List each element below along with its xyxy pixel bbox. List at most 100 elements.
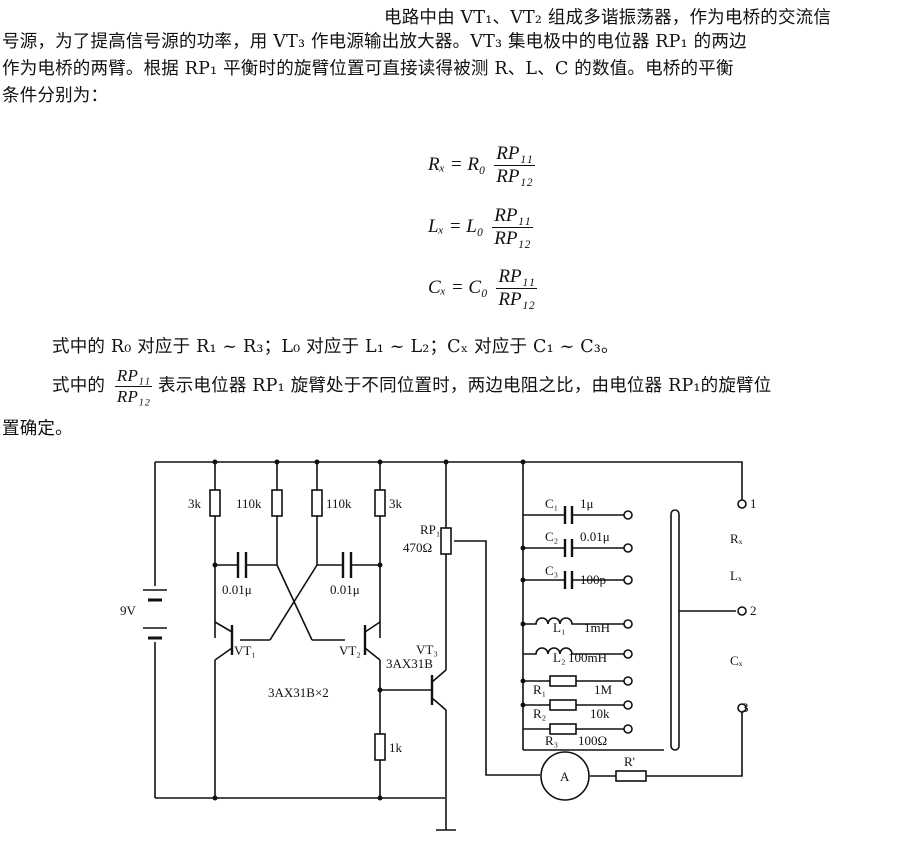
text-line-4: 条件分别为： [2,86,109,106]
junction-dot [520,545,526,551]
contact [623,649,633,659]
label-cap-a: 0.01μ [222,582,252,597]
resistor-3k-left [209,489,221,517]
label-vt3: VT₃ [416,642,438,657]
label-cx: Cₓ [730,653,743,668]
label-vt3-type: 3AX31B [386,656,433,671]
label-r-110k-b: 110k [326,496,352,511]
resistor-r-prime [615,770,647,782]
equation-rx-lhs: Rₓ = R₀ [428,153,486,175]
label-l2-value: 100mH [568,650,607,665]
label-battery: 9V [120,603,137,618]
text-line-6-start: 式中的 [52,376,106,396]
equation-lx-lhs: Lₓ = L₀ [428,215,484,237]
vt1-collector [214,621,233,633]
label-ammeter: A [560,769,570,784]
label-r2-value: 10k [590,706,610,721]
text-line-5: 式中的 R₀ 对应于 R₁ ~ R₃；L₀ 对应于 L₁ ~ L₂；Cₓ 对应于… [52,337,619,357]
junction-dot [520,678,526,684]
resistor-110k-a [271,489,283,517]
label-terminal-1: 1 [750,496,757,511]
junction-dot [520,577,526,583]
junction-dot [274,459,280,465]
junction-dot [520,459,526,465]
vt3-collector [431,669,447,683]
wiper-wire [454,540,540,776]
resistor-110k-b [311,489,323,517]
fraction-denominator: RP₁₂ [496,166,533,187]
label-r-1k: 1k [389,740,403,755]
fraction: RP₁₁ RP₁₂ [492,205,533,250]
label-vt2: VT₂ [339,643,361,658]
label-r3: R₃ [545,733,558,748]
terminal-3 [737,703,747,713]
label-r-prime: R' [624,754,635,769]
label-r1-value: 1M [594,682,613,697]
text-line-2: 号源，为了提高信号源的功率，用 VT₃ 作电源输出放大器。VT₃ 集电极中的电位… [2,32,747,52]
text-line-3: 作为电桥的两臂。根据 RP₁ 平衡时的旋臂位置可直接读得被测 R、L、C 的数值… [2,59,734,79]
label-c1-value: 1μ [580,496,594,511]
fraction-numerator: RP₁₁ [496,266,537,289]
resistor-r2 [549,699,577,711]
text-line-6: 式中的 RP₁₁ RP₁₂ 表示电位器 RP₁ 旋臂处于不同位置时，两边电阻之比… [52,366,771,407]
label-c3-value: 100p [580,572,606,587]
wire [646,712,743,777]
label-c3: C₃ [545,563,558,578]
contact [623,700,633,710]
terminal-2 [737,606,747,616]
resistor-1k [374,733,386,761]
label-r1: R₁ [533,682,546,697]
text-line-1: 电路中由 VT₁、VT₂ 组成多谐振荡器，作为电桥的交流信 [384,8,832,28]
fraction: RP₁₁ RP₁₂ [494,143,535,188]
label-rx: Rₓ [730,531,743,546]
equation-lx: Lₓ = L₀ RP₁₁ RP₁₂ [428,205,533,250]
label-pair-type: 3AX31B×2 [268,685,329,700]
contact [623,676,633,686]
junction-dot [520,702,526,708]
fraction-denominator: RP₁₂ [498,289,535,310]
label-l1: L₁ [553,620,565,635]
junction-dot [377,562,383,568]
inline-fraction: RP₁₁ RP₁₂ [114,366,153,407]
fraction: RP₁₁ RP₁₂ [496,266,537,311]
junction-dot [212,459,218,465]
junction-dot [314,459,320,465]
ammeter [540,751,590,801]
equation-rx: Rₓ = R₀ RP₁₁ RP₁₂ [428,143,535,188]
vt2-emitter [364,647,381,661]
vt3-emitter [431,697,447,711]
label-terminal-3: 3 [742,700,749,715]
label-r-3k-right: 3k [389,496,403,511]
junction-dot [443,459,449,465]
junction-dot [377,795,383,801]
text-line-7: 置确定。 [2,419,73,439]
resistor-3k-right [374,489,386,517]
inductor-l2 [523,647,624,655]
fraction-numerator: RP₁₁ [114,366,153,387]
label-terminal-2: 2 [750,603,757,618]
vt1-emitter [214,647,233,661]
contact [623,543,633,553]
cross-wire [269,564,318,641]
label-r-3k-left: 3k [188,496,202,511]
contact [623,619,633,629]
junction-dot [520,621,526,627]
potentiometer-rp1 [440,527,452,555]
selector-switch-arm [670,509,680,751]
top-rail-wire [155,461,743,500]
junction-dot [212,562,218,568]
cross-wire [276,564,313,641]
fraction-denominator: RP₁₂ [494,228,531,249]
label-vt1: VT₁ [234,643,256,658]
label-cap-b: 0.01μ [330,582,360,597]
resistor-r1 [549,675,577,687]
label-l1-value: 1mH [584,620,610,635]
junction-dot [212,795,218,801]
contact [623,724,633,734]
fraction-denominator: RP₁₂ [116,387,151,406]
label-rp1: RP₁ [420,522,440,537]
inductor-l1 [523,617,624,625]
junction-dot [377,687,383,693]
fraction-numerator: RP₁₁ [494,143,535,166]
